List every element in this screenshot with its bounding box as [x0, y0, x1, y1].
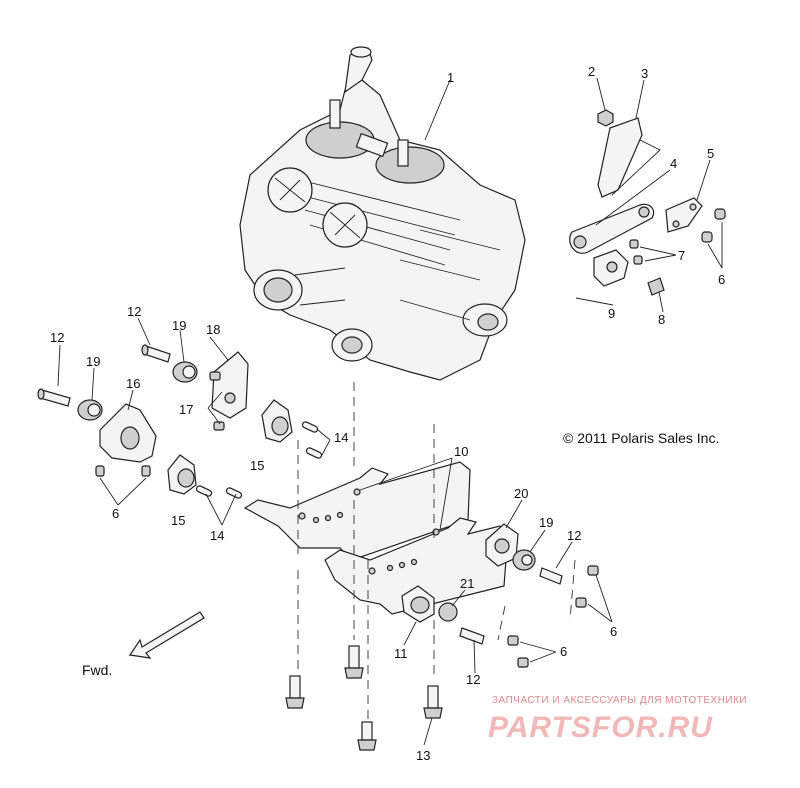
forward-label: Fwd. [82, 662, 112, 678]
callout-17: 17 [179, 402, 193, 417]
callout-2: 2 [588, 64, 595, 79]
forward-arrow [128, 611, 205, 659]
callout-14: 14 [334, 430, 348, 445]
callout-19: 19 [172, 318, 186, 333]
watermark-logo: PARTSFOR.RU [488, 711, 713, 744]
callout-12: 12 [466, 672, 480, 687]
callout-6: 6 [718, 272, 725, 287]
callout-19: 19 [539, 515, 553, 530]
lower-bolts [285, 645, 443, 751]
upper-mount-group [424, 77, 726, 313]
mount-rails [243, 457, 509, 615]
callout-9: 9 [608, 306, 615, 321]
callout-12: 12 [567, 528, 581, 543]
callout-12: 12 [127, 304, 141, 319]
callout-1: 1 [447, 70, 454, 85]
callout-8: 8 [658, 312, 665, 327]
callout-6: 6 [112, 506, 119, 521]
callout-6: 6 [560, 644, 567, 659]
callout-3: 3 [641, 66, 648, 81]
callout-18: 18 [206, 322, 220, 337]
callout-13: 13 [416, 748, 430, 763]
callout-4: 4 [670, 156, 677, 171]
callout-14: 14 [210, 528, 224, 543]
callout-19: 19 [86, 354, 100, 369]
engine-assembly [239, 46, 526, 381]
assembly-lines [297, 382, 576, 720]
callout-10: 10 [454, 444, 468, 459]
watermark-tagline: ЗАПЧАСТИ И АКСЕССУАРЫ ДЛЯ МОТОТЕХНИКИ [492, 695, 747, 706]
callout-15: 15 [250, 458, 264, 473]
callout-5: 5 [707, 146, 714, 161]
callout-21: 21 [460, 576, 474, 591]
copyright-notice: © 2011 Polaris Sales Inc. [563, 430, 719, 446]
callout-7: 7 [678, 248, 685, 263]
callout-20: 20 [514, 486, 528, 501]
callout-11: 11 [394, 646, 408, 661]
left-mount-group [37, 317, 331, 526]
lower-mount-group [401, 499, 613, 674]
watermark: ЗАПЧАСТИ И АКСЕССУАРЫ ДЛЯ МОТОТЕХНИКИ PA… [488, 695, 747, 744]
callout-12: 12 [50, 330, 64, 345]
callout-6: 6 [610, 624, 617, 639]
callout-labels: 1 2 3 4 5 6 7 8 9 10 11 12 12 12 12 13 1… [50, 64, 725, 763]
callout-16: 16 [126, 376, 140, 391]
callout-15: 15 [171, 513, 185, 528]
